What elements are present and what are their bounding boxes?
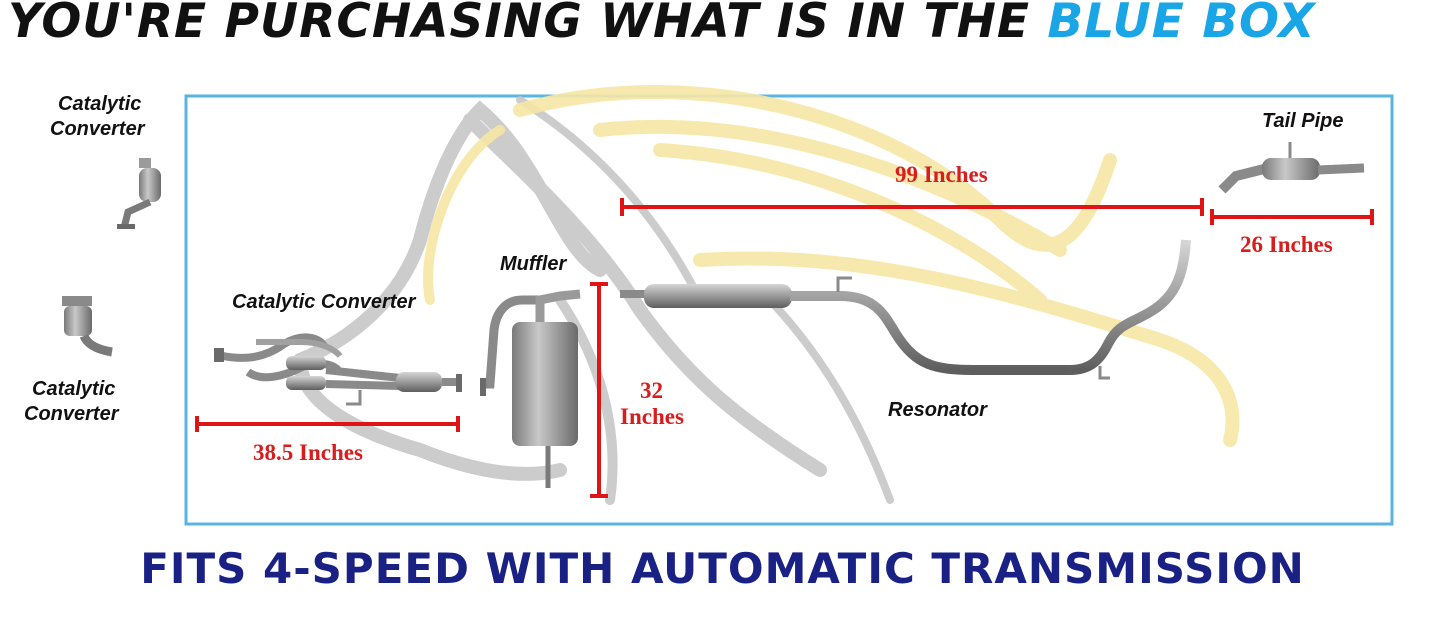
side-top-label-line1: Catalytic	[58, 93, 142, 115]
mane-watermark	[423, 85, 1240, 447]
muffler-height-measurement-value: 32	[640, 378, 663, 403]
horse-watermark	[293, 96, 894, 505]
fitment-banner: FITS 4-SPEED WITH AUTOMATIC TRANSMISSION	[140, 544, 1305, 593]
side-top-label-line2: Converter	[50, 118, 145, 140]
tail-pipe-section-measurement: 26 Inches	[1240, 232, 1333, 257]
resonator-label: Resonator	[888, 399, 987, 421]
catalytic-converter-side-bottom-image	[62, 296, 113, 357]
muffler-label: Muffler	[500, 253, 567, 275]
side-top-catalytic-converter-label: Catalytic Converter	[50, 92, 144, 142]
side-bottom-catalytic-converter-label: Catalytic Converter	[24, 377, 118, 427]
catalytic-converter-label: Catalytic Converter	[232, 291, 416, 313]
headline-highlight-text: BLUE BOX	[1047, 0, 1316, 49]
tail-pipe-label: Tail Pipe	[1262, 110, 1344, 132]
blue-box-border	[184, 94, 1394, 526]
headline-main-text: YOU'RE PURCHASING WHAT IS IN THE	[8, 0, 1048, 49]
dimension-lines	[195, 198, 1374, 498]
front-pipe-assembly-image	[214, 333, 462, 406]
side-bottom-label-line2: Converter	[24, 403, 119, 425]
resonator-section-measurement: 99 Inches	[895, 162, 988, 187]
muffler-image	[480, 289, 581, 488]
front-section-measurement: 38.5 Inches	[253, 440, 363, 465]
side-bottom-label-line1: Catalytic	[32, 378, 116, 400]
catalytic-converter-side-top-image	[117, 158, 161, 229]
resonator-pipe-image	[620, 239, 1191, 380]
tail-pipe-image	[1218, 142, 1365, 194]
muffler-height-measurement-unit: Inches	[620, 404, 684, 429]
page-headline: YOU'RE PURCHASING WHAT IS IN THE BLUE BO…	[8, 0, 1438, 54]
